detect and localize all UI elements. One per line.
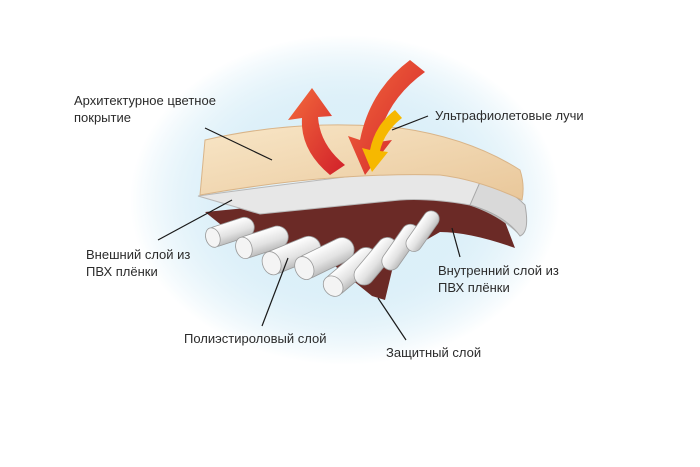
label-line: Полиэстироловый слой — [184, 331, 327, 346]
label-line: Внутренний слой из — [438, 263, 559, 278]
label-outer-pvc-layer: Внешний слой из ПВХ плёнки — [86, 246, 190, 280]
leader-architectural-coating — [204, 127, 273, 161]
label-line: покрытие — [74, 110, 131, 125]
label-line: ПВХ плёнки — [438, 280, 510, 295]
label-inner-pvc-layer: Внутренний слой из ПВХ плёнки — [438, 262, 559, 296]
uv-rays-arrows — [288, 60, 425, 175]
label-line: Защитный слой — [386, 345, 482, 360]
leader-lines — [157, 115, 461, 341]
label-architectural-coating: Архитектурное цветное покрытие — [74, 92, 216, 126]
label-uv-rays: Ультрафиолетовые лучи — [435, 107, 584, 124]
leader-uv-rays — [391, 115, 429, 131]
leader-outer-pvc — [157, 199, 233, 241]
leader-polyester — [261, 257, 289, 327]
label-protective-layer: Защитный слой — [386, 344, 481, 361]
label-line: Внешний слой из — [86, 247, 191, 262]
leader-inner-pvc — [451, 227, 461, 258]
label-line: Архитектурное цветное — [74, 93, 216, 108]
label-polyester-layer: Полиэстироловый слой — [184, 330, 326, 347]
polyester-tubes — [205, 210, 440, 297]
label-line: ПВХ плёнки — [86, 264, 158, 279]
label-line: Ультрафиолетовые лучи — [435, 108, 584, 123]
leader-protective — [377, 297, 407, 341]
